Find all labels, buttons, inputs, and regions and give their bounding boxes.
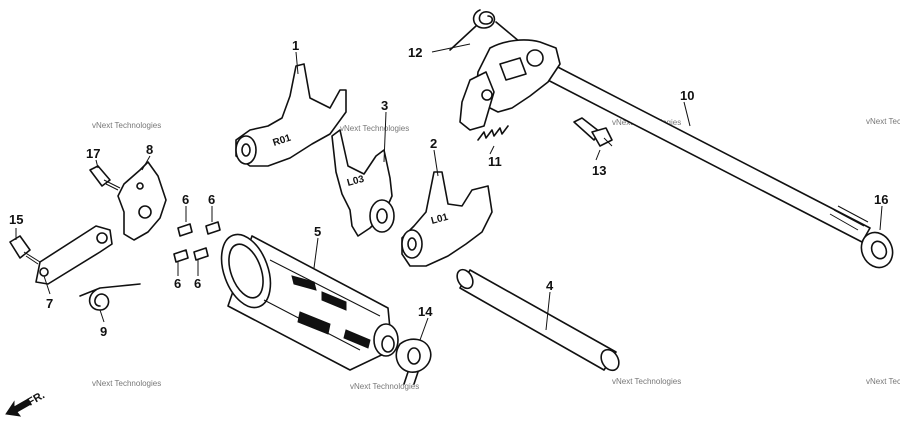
part-bolt-17 (89, 165, 121, 191)
part-shift-fork-3: L03 (331, 129, 395, 237)
callout-3[interactable]: 3 (381, 98, 388, 113)
watermark-1: vNext Technologies (92, 121, 161, 130)
part-pins-6 (173, 221, 221, 263)
callout-14[interactable]: 14 (418, 304, 433, 319)
callout-10[interactable]: 10 (680, 88, 694, 103)
direction-label: FR. (26, 389, 47, 408)
watermark-7: vNext Technologies (612, 377, 681, 386)
part-spring-9 (79, 283, 141, 311)
part-plate-8 (117, 161, 167, 241)
callout-6b[interactable]: 6 (208, 192, 215, 207)
watermark-4: vNext Technologies (866, 117, 900, 126)
callout-8[interactable]: 8 (146, 142, 153, 157)
part-bolt-13 (573, 117, 613, 147)
part-shift-arm-assembly (449, 9, 561, 131)
callout-15[interactable]: 15 (9, 212, 23, 227)
callout-5[interactable]: 5 (314, 224, 321, 239)
callout-13[interactable]: 13 (592, 163, 606, 178)
callout-17[interactable]: 17 (86, 146, 100, 161)
leader-lines (15, 43, 883, 341)
callout-9[interactable]: 9 (100, 324, 107, 339)
callout-6d[interactable]: 6 (194, 276, 201, 291)
watermark-2: vNext Technologies (340, 124, 409, 133)
callout-11[interactable]: 11 (488, 154, 502, 169)
watermark-8: vNext Technologies (866, 377, 900, 386)
part-bolt-15 (9, 235, 41, 265)
callout-6a[interactable]: 6 (182, 192, 189, 207)
watermark-6: vNext Technologies (350, 382, 419, 391)
callout-4[interactable]: 4 (546, 278, 554, 293)
callouts: 1 2 3 4 5 6 6 6 6 7 8 9 10 11 12 13 14 1… (9, 38, 888, 339)
part-oil-seal (860, 231, 894, 269)
front-arrow-icon (5, 398, 32, 417)
part-spring-11 (477, 125, 509, 141)
direction-indicator: FR. (5, 389, 47, 417)
callout-1[interactable]: 1 (292, 38, 299, 53)
callout-6c[interactable]: 6 (174, 276, 181, 291)
callout-12[interactable]: 12 (408, 45, 422, 60)
watermark-5: vNext Technologies (92, 379, 161, 388)
callout-2[interactable]: 2 (430, 136, 437, 151)
pin-6a (177, 223, 193, 237)
fork-3-marking: L03 (346, 174, 366, 189)
part-washer-14 (395, 338, 432, 385)
part-shift-drum (220, 233, 399, 371)
part-fork-shaft (456, 268, 620, 372)
callout-7[interactable]: 7 (46, 296, 53, 311)
pin-6d (193, 247, 209, 261)
pin-6b (205, 221, 221, 235)
part-shift-fork-1: R01 (235, 63, 347, 167)
part-stopper-arm-7 (35, 225, 113, 285)
fork-2-marking: L01 (430, 212, 450, 227)
callout-16[interactable]: 16 (874, 192, 888, 207)
pin-6c (173, 249, 189, 263)
part-shift-fork-2: L01 (401, 171, 493, 267)
